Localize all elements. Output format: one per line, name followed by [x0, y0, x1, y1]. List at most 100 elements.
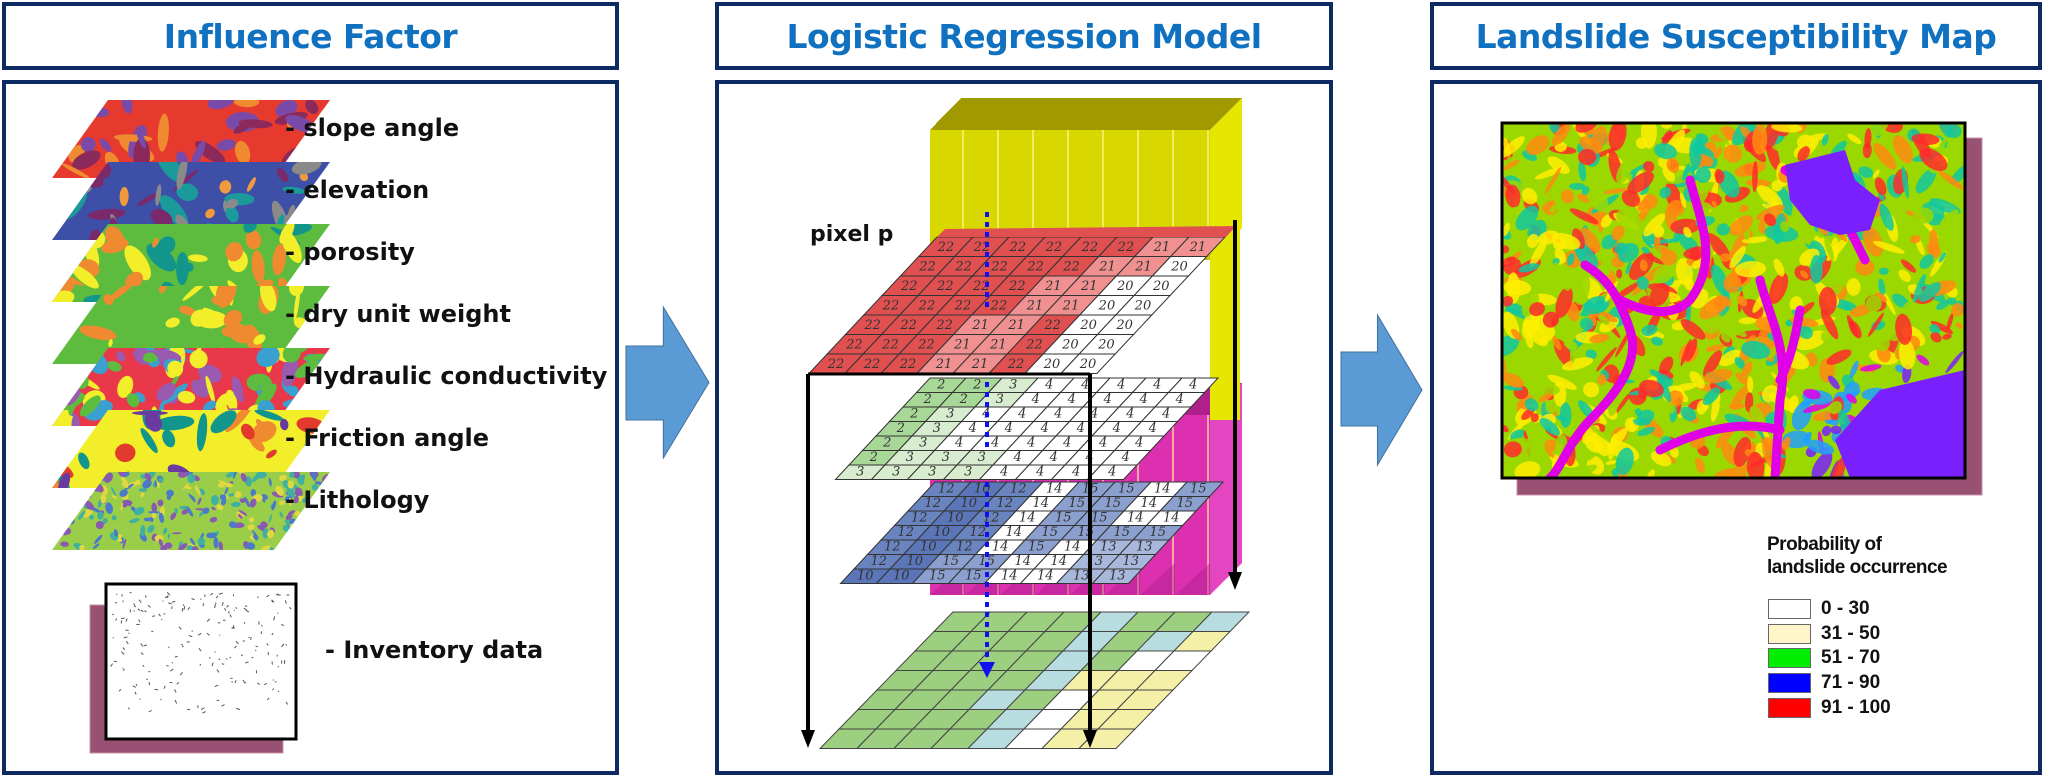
layer-patch [291, 162, 322, 175]
layer-patch [82, 488, 88, 494]
map-patch [1741, 340, 1771, 360]
grid-cell-value: 21 [1062, 299, 1080, 314]
layer-patch [205, 208, 215, 219]
grid-cell-value: 10 [893, 568, 910, 583]
layer-patch [225, 242, 243, 262]
grid-cell-value: 20 [1170, 260, 1188, 275]
inventory-point [140, 643, 144, 647]
inventory-data-label: - Inventory data [325, 636, 544, 664]
grid-cell-value: 2 [882, 435, 891, 450]
map-patch [1911, 133, 1940, 146]
map-patch [1702, 156, 1714, 167]
pixel-dot [985, 482, 989, 487]
layer-patch [158, 477, 164, 482]
pixel-dot [985, 222, 989, 227]
grid-cell-value: 22 [845, 338, 863, 353]
map-patch [1727, 201, 1742, 227]
map-patch [1723, 273, 1742, 294]
block-column-edge [1111, 97, 1138, 124]
map-patch [1683, 226, 1692, 238]
layer-patch [272, 243, 287, 276]
layer-patch [162, 429, 176, 448]
map-patch [1942, 333, 1952, 340]
result-grid [818, 611, 1251, 749]
map-patch [1695, 457, 1705, 474]
map-patch [1912, 207, 1934, 224]
layer-patch [316, 519, 324, 528]
layer-patch [320, 537, 327, 543]
layer-patch [233, 100, 260, 108]
map-patch [1545, 400, 1557, 414]
inventory-point [225, 658, 228, 660]
grid-cell-value: 14 [1127, 510, 1144, 525]
grid-cell-value: 4 [1026, 435, 1035, 450]
map-patch [1543, 181, 1559, 202]
map-patch [1615, 447, 1634, 475]
map-patch [1649, 282, 1670, 307]
inventory-point [285, 701, 289, 705]
map-patch [1603, 188, 1629, 194]
inventory-point [215, 602, 217, 605]
layer-patch [163, 527, 168, 535]
map-patch [1734, 161, 1767, 177]
inventory-point [163, 685, 166, 689]
pixel-dot [985, 422, 989, 427]
map-patch [1650, 336, 1663, 346]
grid-cell-value: 22 [1009, 240, 1027, 255]
grid-cell-value: 22 [827, 357, 845, 372]
layer-patch [155, 184, 162, 206]
map-patch [1502, 205, 1526, 217]
grid-cell-value: 15 [1176, 496, 1193, 511]
map-patch [1718, 349, 1742, 367]
factor-label-3: - porosity [285, 238, 415, 266]
legend-swatch [1768, 673, 1811, 694]
layer-patch [70, 500, 81, 503]
layer-patch [130, 506, 136, 512]
legend-swatch [1768, 697, 1811, 718]
grid-cell-value: 20 [1061, 338, 1079, 353]
grid-cell-value: 21 [1080, 279, 1098, 294]
pixel-dot [985, 492, 989, 497]
arrow-to-map [1340, 313, 1423, 467]
layer-patch [249, 436, 265, 452]
map-patch [1670, 218, 1701, 235]
susceptibility-map-title-box: Landslide Susceptibility Map [1430, 2, 2042, 70]
map-patch [1511, 328, 1522, 341]
result-cell [1077, 728, 1137, 749]
map-patch [1763, 213, 1777, 227]
grid-cell [1059, 353, 1117, 374]
layer-patch [142, 479, 152, 489]
layer-patch [253, 534, 258, 541]
grid-cell-value: 4 [1139, 392, 1148, 407]
inventory-point [261, 624, 263, 627]
grid-cell-value: 22 [881, 338, 899, 353]
grid-cell-value: 22 [882, 299, 900, 314]
layer-patch [311, 484, 319, 491]
inventory-point [180, 643, 184, 646]
map-patch [1800, 270, 1809, 279]
grid-cell-value: 3 [856, 464, 864, 479]
grid-cell-value: 15 [942, 554, 959, 569]
map-patch [1628, 419, 1636, 432]
layer-patch [281, 353, 299, 387]
map-patch [1642, 194, 1658, 209]
layer-patch [57, 260, 69, 274]
layer-patch [225, 206, 239, 223]
grid-cell-value: 4 [1188, 377, 1197, 392]
logistic-regression-model: 1210121415151415121012141515141512101214… [801, 97, 1251, 749]
map-patch [1862, 142, 1872, 159]
layer-patch [189, 349, 208, 369]
map-patch [1881, 290, 1896, 316]
map-patch [1640, 123, 1657, 149]
layer-patch [87, 208, 126, 220]
grid-cell-value: 22 [863, 318, 881, 333]
layer-patch [70, 264, 99, 289]
inventory-point [123, 669, 125, 672]
layer-patch [298, 474, 306, 480]
map-patch [1820, 308, 1839, 340]
layer-patch [178, 541, 183, 548]
layer-patch [216, 139, 236, 151]
map-patch [1653, 225, 1665, 238]
map-patch [1737, 295, 1748, 307]
map-patch [1615, 330, 1631, 358]
